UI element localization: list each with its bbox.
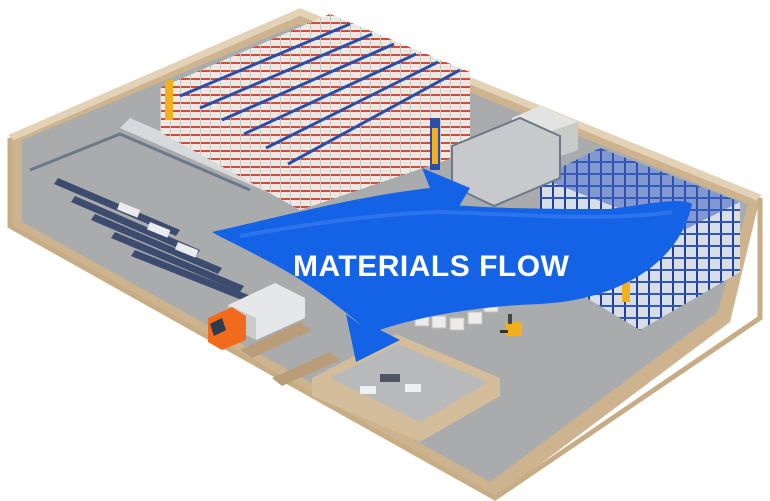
workstation-tables bbox=[117, 202, 199, 258]
materials-flow-label: MATERIALS FLOW bbox=[293, 250, 570, 283]
forklift bbox=[500, 314, 522, 336]
office-area bbox=[312, 334, 500, 442]
truck bbox=[208, 283, 305, 350]
arrow-highlight bbox=[239, 209, 673, 238]
outer-wall bbox=[8, 8, 762, 202]
outer-wall-front bbox=[7, 138, 763, 501]
pallet-racks bbox=[160, 14, 470, 210]
picking-conveyors bbox=[54, 178, 266, 308]
loading-docks bbox=[240, 322, 340, 386]
mezzanine-railing bbox=[29, 132, 251, 192]
